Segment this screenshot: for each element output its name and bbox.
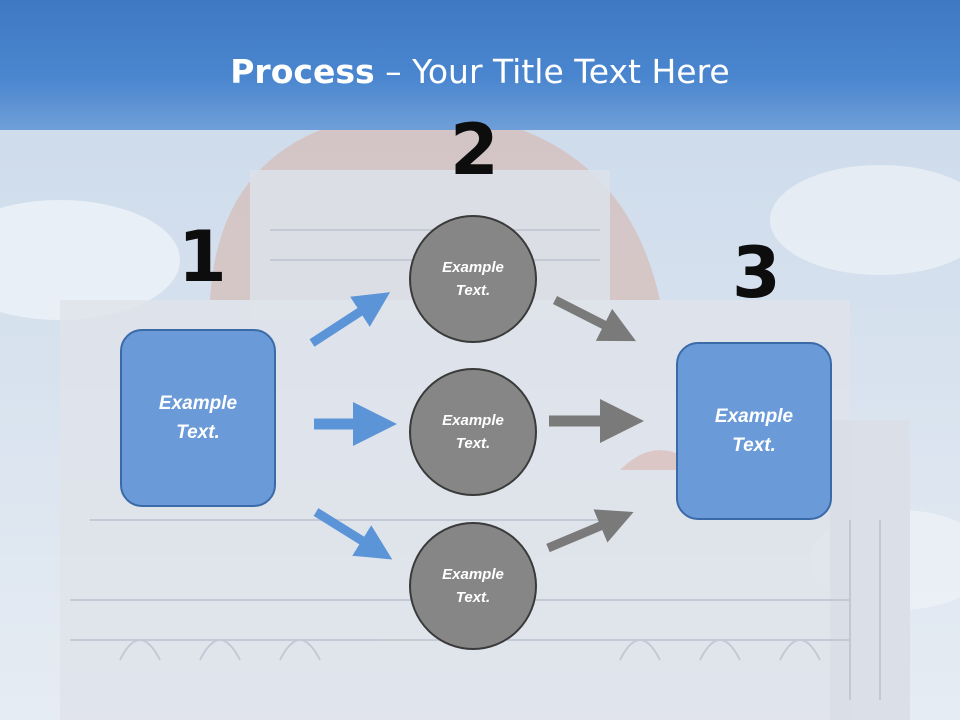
process-circle-3-label: Example Text. xyxy=(442,566,504,606)
input-box-label: Example Text. xyxy=(158,393,238,443)
title-banner xyxy=(0,0,960,130)
process-circle-1: Example Text. xyxy=(409,215,537,343)
process-circle-3: Example Text. xyxy=(409,522,537,650)
input-box: Example Text. xyxy=(120,329,276,507)
step-number-1: 1 xyxy=(178,216,227,298)
arrow-to-circle-1 xyxy=(309,292,391,347)
process-circle-2-label: Example Text. xyxy=(442,412,504,452)
output-box-label: Example Text. xyxy=(714,406,794,456)
step-number-3: 3 xyxy=(732,232,781,314)
output-box: Example Text. xyxy=(676,342,832,520)
arrow-to-circle-3 xyxy=(313,508,393,560)
process-circle-1-label: Example Text. xyxy=(442,259,504,299)
step-number-2: 2 xyxy=(450,109,499,191)
title-rest: – Your Title Text Here xyxy=(374,52,730,91)
process-circle-2: Example Text. xyxy=(409,368,537,496)
arrow-from-circle-1 xyxy=(552,295,637,342)
title-bold: Process xyxy=(230,52,375,91)
arrow-from-circle-3 xyxy=(546,509,634,553)
page-title: Process – Your Title Text Here xyxy=(0,52,960,91)
